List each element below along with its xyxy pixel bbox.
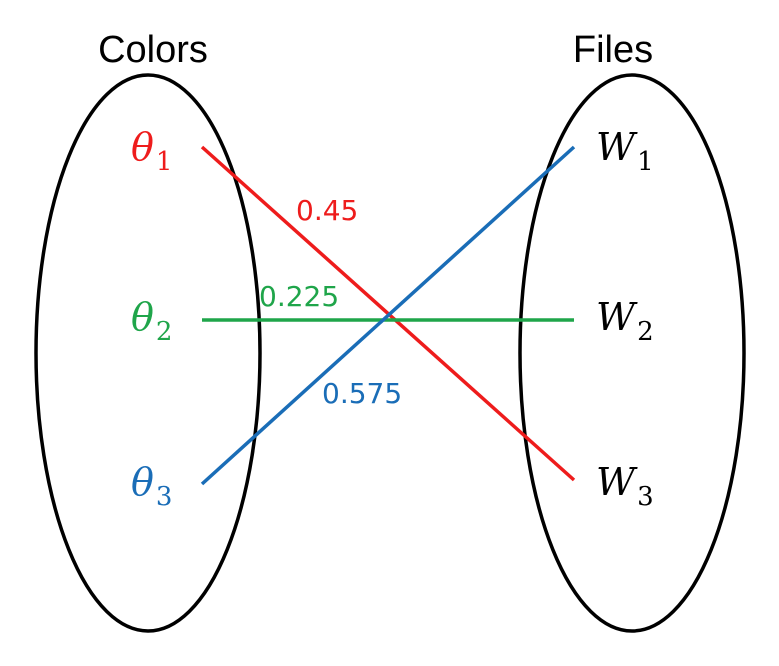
- node-theta2-sub: 2: [156, 317, 173, 347]
- node-w2-sub: 2: [637, 317, 654, 347]
- colors-set-ellipse: [34, 73, 262, 633]
- node-w3-symbol: W: [596, 460, 638, 504]
- node-theta2-symbol: θ: [131, 295, 154, 339]
- node-w1-symbol: W: [596, 125, 638, 169]
- edge-weight-theta2-w2: 0.225: [259, 280, 339, 313]
- node-w3-sub: 3: [637, 482, 654, 512]
- node-theta2: θ2: [131, 295, 172, 347]
- node-w1: W1: [596, 125, 654, 177]
- node-theta1-symbol: θ: [131, 125, 154, 169]
- edge-weight-theta3-w1: 0.575: [322, 377, 402, 410]
- node-w2-symbol: W: [596, 295, 638, 339]
- node-theta1-sub: 1: [156, 147, 173, 177]
- node-w2: W2: [596, 295, 654, 347]
- files-set-title: Files: [573, 29, 653, 71]
- node-theta3-sub: 3: [156, 482, 173, 512]
- node-theta3: θ3: [131, 460, 172, 512]
- colors-set-title: Colors: [98, 29, 208, 71]
- files-set-ellipse: [518, 73, 746, 633]
- edge-weight-theta1-w3: 0.45: [296, 194, 358, 227]
- node-theta1: θ1: [131, 125, 172, 177]
- node-w3: W3: [596, 460, 654, 512]
- edge-theta3-w1: [200, 145, 576, 486]
- node-w1-sub: 1: [637, 147, 654, 177]
- node-theta3-symbol: θ: [131, 460, 154, 504]
